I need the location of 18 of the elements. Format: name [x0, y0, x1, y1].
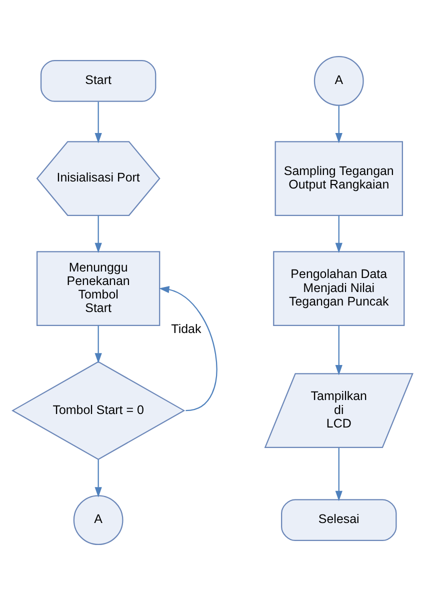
arrow — [94, 326, 102, 364]
arrow — [335, 326, 342, 376]
arrow — [94, 216, 102, 254]
arrow — [335, 448, 342, 502]
node-box: Sampling Tegangan Output Rangkaian — [274, 141, 403, 216]
node-diamond: Tombol Start = 0 — [12, 361, 186, 460]
node-circle: A — [73, 495, 124, 546]
node-box: Selesai — [281, 499, 397, 542]
node-box: Menunggu Penekanan Tombol Start — [36, 251, 160, 326]
arrow — [159, 286, 218, 412]
node-box: Pengolahan Data Menjadi Nilai Tegangan Puncak — [273, 251, 405, 326]
arrow — [335, 106, 342, 144]
arrow — [94, 102, 102, 144]
node-box: Start — [40, 60, 156, 102]
node-circle: A — [314, 56, 364, 106]
arrow — [94, 460, 102, 498]
edge-label: Tidak — [171, 322, 202, 336]
arrow — [335, 216, 342, 254]
